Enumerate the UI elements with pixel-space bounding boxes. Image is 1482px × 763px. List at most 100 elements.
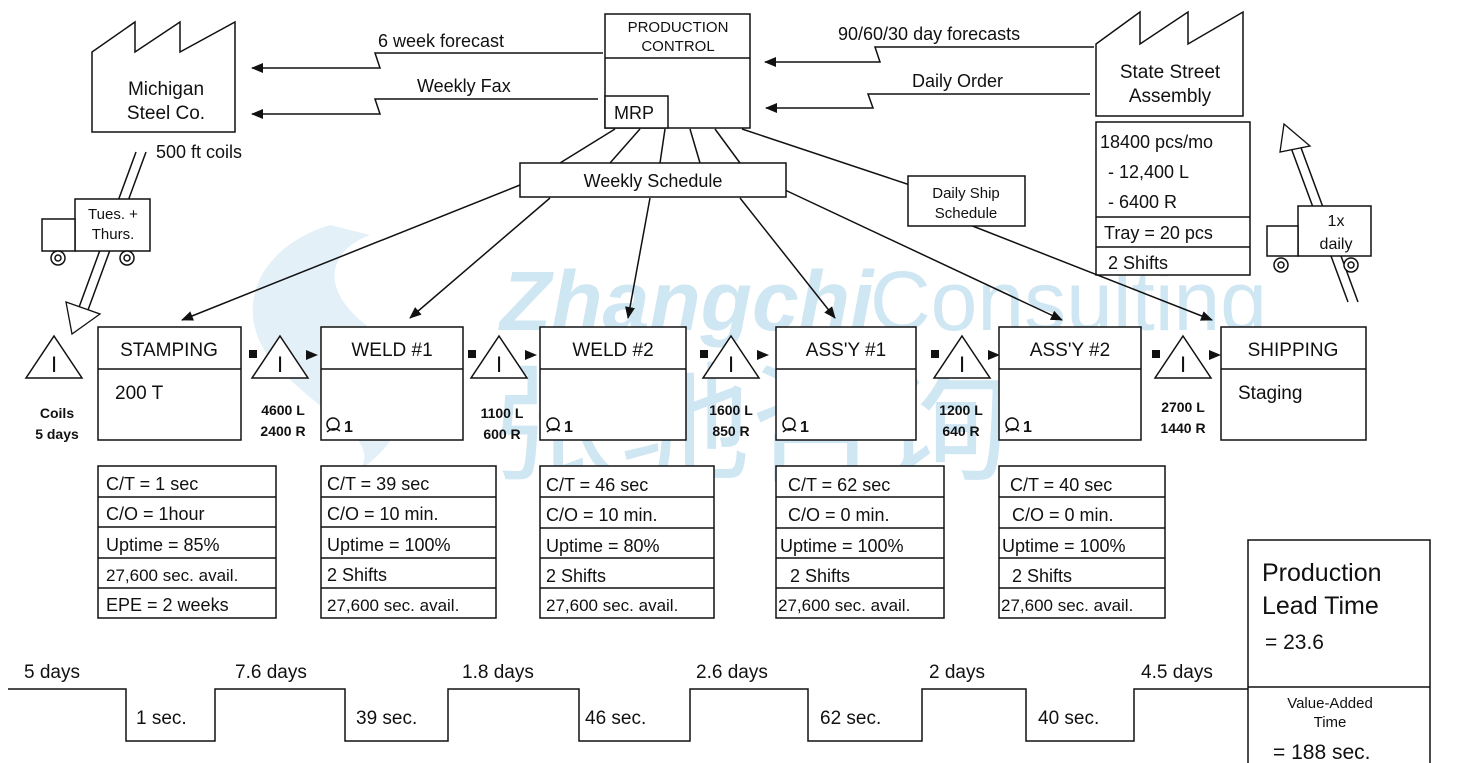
data-box-line: C/O = 10 min. <box>327 504 439 524</box>
data-box-line: C/T = 46 sec <box>546 475 648 495</box>
process-stamping: STAMPING 200 T <box>97 326 242 441</box>
operator-icon <box>1005 417 1019 431</box>
data-box-line: 27,600 sec. avail. <box>327 596 459 615</box>
supplier-truck-line1: Tues. + <box>88 206 138 223</box>
data-box-line: C/T = 1 sec <box>106 474 198 494</box>
customer-truck-line2: daily <box>1320 236 1353 253</box>
va-value: = 188 sec. <box>1273 741 1370 763</box>
inventory-line2: 850 R <box>712 423 749 439</box>
timeline-days: 5 days <box>24 662 80 683</box>
timeline-days: 4.5 days <box>1141 662 1213 683</box>
customer-truck: 1x daily <box>1266 205 1372 273</box>
data-box-line: 27,600 sec. avail. <box>778 596 910 615</box>
data-box-weld1: C/T = 39 sec C/O = 10 min. Uptime = 100%… <box>320 465 497 619</box>
inventory-assy1-assy2: I 1200 L 640 R <box>931 334 1000 439</box>
inventory-weld2-assy1: I 1600 L 850 R <box>700 334 769 439</box>
data-box-assy1: C/T = 62 sec C/O = 0 min. Uptime = 100% … <box>775 465 945 619</box>
customer-name-line2: Assembly <box>1129 86 1212 107</box>
plt-value: = 23.6 <box>1265 631 1324 654</box>
process-name: SHIPPING <box>1248 340 1339 361</box>
forecast-arrow <box>764 46 1094 67</box>
data-box-line: 27,600 sec. avail. <box>546 596 678 615</box>
inventory-coils: I Coils 5 days <box>24 334 84 442</box>
weekly-fax-label: Weekly Fax <box>417 76 511 96</box>
process-name: WELD #2 <box>572 340 653 361</box>
inventory-line1: 4600 L <box>261 402 305 418</box>
inventory-symbol: I <box>496 352 502 377</box>
daily-ship-schedule-line1: Daily Ship <box>932 185 1000 202</box>
data-box-weld2: C/T = 46 sec C/O = 10 min. Uptime = 80% … <box>539 465 715 619</box>
process-operators: 1 <box>1023 419 1032 436</box>
operator-icon <box>546 417 560 431</box>
data-box-line: C/O = 10 min. <box>546 505 658 525</box>
weekly-fax-arrow <box>251 98 598 119</box>
process-weld1: WELD #1 1 <box>320 326 464 441</box>
process-name: ASS'Y #1 <box>806 340 886 361</box>
inventory-line1: 1200 L <box>939 402 983 418</box>
inventory-line2: 5 days <box>35 426 79 442</box>
inventory-triangle-icon <box>1153 334 1213 379</box>
inventory-triangle-icon <box>701 334 761 379</box>
data-box-line: 2 Shifts <box>546 566 606 586</box>
inventory-symbol: I <box>1180 352 1186 377</box>
process-detail: Staging <box>1238 383 1302 404</box>
production-control-title-line1: PRODUCTION <box>628 19 729 36</box>
inventory-triangle-icon <box>24 334 84 379</box>
inventory-triangle-icon <box>469 334 529 379</box>
inventory-symbol: I <box>728 352 734 377</box>
data-box-line: 2 Shifts <box>790 566 850 586</box>
timeline-secs: 62 sec. <box>820 708 881 729</box>
data-box-stamping: C/T = 1 sec C/O = 1hour Uptime = 85% 27,… <box>97 465 277 619</box>
inventory-triangle-icon <box>250 334 310 379</box>
process-weld2: WELD #2 1 <box>539 326 687 441</box>
six-week-forecast-arrow <box>251 52 603 73</box>
six-week-forecast-label: 6 week forecast <box>378 31 504 51</box>
customer-factory: State Street Assembly <box>1095 10 1244 117</box>
timeline-secs: 39 sec. <box>356 708 417 729</box>
inventory-line1: Coils <box>40 405 74 421</box>
data-box-line: 27,600 sec. avail. <box>1001 596 1133 615</box>
inventory-stamping-weld1: I 4600 L 2400 R <box>249 334 318 439</box>
process-detail: 200 T <box>115 383 164 404</box>
supplier-factory: Michigan Steel Co. <box>91 20 236 133</box>
process-assy2: ASS'Y #2 1 <box>998 326 1142 441</box>
timeline-days: 7.6 days <box>235 662 307 683</box>
process-name: STAMPING <box>120 340 218 361</box>
daily-order-label: Daily Order <box>912 71 1003 91</box>
data-box-line: Uptime = 85% <box>106 535 220 555</box>
process-operators: 1 <box>564 419 573 436</box>
inventory-line2: 600 R <box>483 426 520 442</box>
inventory-weld1-weld2: I 1100 L 600 R <box>468 334 537 442</box>
customer-name-line1: State Street <box>1120 62 1221 83</box>
supplier-name-line2: Steel Co. <box>127 103 205 124</box>
supplier-name-line1: Michigan <box>128 79 204 100</box>
customer-data-line: - 6400 R <box>1108 192 1177 212</box>
data-box-line: C/T = 62 sec <box>788 475 890 495</box>
weekly-schedule-label: Weekly Schedule <box>584 171 723 191</box>
info-flows: 6 week forecast Weekly Fax 90/60/30 day … <box>251 24 1094 119</box>
timeline-ladder <box>8 688 1248 742</box>
timeline-secs: 46 sec. <box>585 708 646 729</box>
data-box-line: Uptime = 100% <box>780 536 904 556</box>
data-box-line: C/T = 40 sec <box>1010 475 1112 495</box>
daily-order-arrow <box>765 93 1090 113</box>
data-box-line: C/O = 1hour <box>106 504 205 524</box>
daily-ship-schedule-line2: Schedule <box>935 205 998 222</box>
lead-time-summary-box: Production Lead Time = 23.6 Value-Added … <box>1247 539 1431 763</box>
process-assy1: ASS'Y #1 1 <box>775 326 917 441</box>
customer-data-line: Tray = 20 pcs <box>1104 223 1213 243</box>
inventory-symbol: I <box>959 352 965 377</box>
inventory-assy2-shipping: I 2700 L 1440 R <box>1152 334 1221 436</box>
process-shipping: SHIPPING Staging <box>1220 326 1367 441</box>
production-control-title-line2: CONTROL <box>641 38 714 55</box>
inventory-triangle-icon <box>932 334 992 379</box>
supplier-truck: Tues. + Thurs. <box>41 198 151 266</box>
va-label-line1: Value-Added <box>1287 695 1373 712</box>
schedule-arrow-assy1 <box>739 197 836 319</box>
schedule-arrow-stamping <box>181 184 521 321</box>
inventory-symbol: I <box>51 352 57 377</box>
inventory-line1: 1100 L <box>481 405 524 421</box>
factory-icon <box>91 20 236 133</box>
data-box-line: C/T = 39 sec <box>327 474 429 494</box>
